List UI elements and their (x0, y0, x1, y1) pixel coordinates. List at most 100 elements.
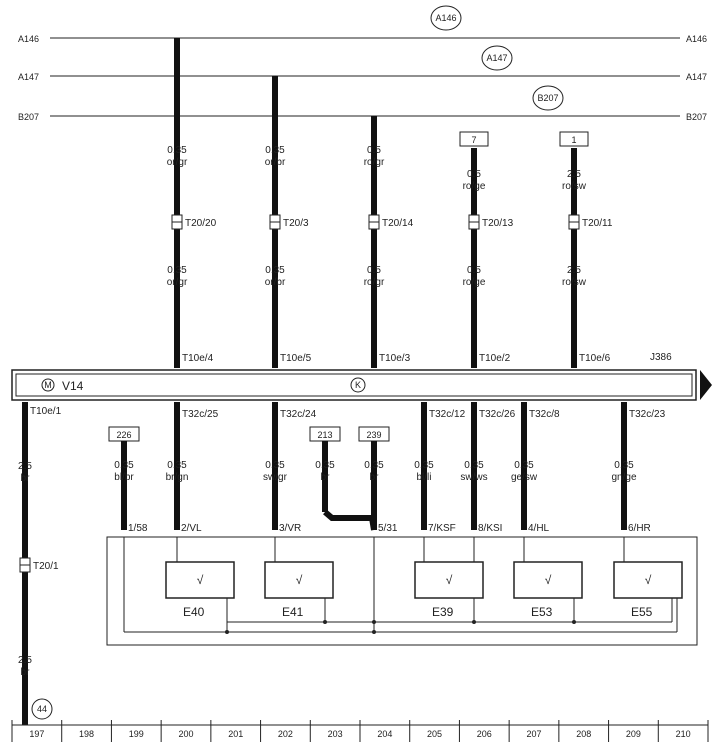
wire-color: or/br (265, 157, 286, 168)
wire-color: br (21, 667, 31, 678)
left-ground-wire: T10e/1 2.5 br T20/1 2.5 br 44 (18, 402, 62, 725)
terminal-label: 4/HL (528, 523, 550, 534)
ruler-label: 197 (29, 729, 44, 739)
terminal-label: 6/HR (628, 523, 651, 534)
wire-spec: 0.35 (614, 460, 634, 471)
wire-spec: 0.35 (167, 265, 187, 276)
ruler-label: 208 (576, 729, 591, 739)
pin-label: T10e/6 (579, 353, 611, 364)
connector-label: T20/3 (283, 218, 309, 229)
bottom-box-label: 213 (317, 430, 332, 440)
wire-color: br (370, 472, 380, 483)
ruler-label: 210 (676, 729, 691, 739)
top-box-label-7: 7 (471, 135, 476, 145)
terminal-label: 1/58 (128, 523, 148, 534)
wire-spec: 0.35 (464, 460, 484, 471)
terminal-label: 2/VL (181, 523, 202, 534)
wire-spec: 0.35 (414, 460, 434, 471)
ruler-label: 204 (377, 729, 392, 739)
ruler-label: 198 (79, 729, 94, 739)
bus-label-right-b207: B207 (686, 112, 707, 122)
component-label: E41 (282, 605, 304, 619)
wire-spec: 2.5 (18, 461, 32, 472)
wire-bottom-4-jumper (323, 509, 377, 531)
motor-icon (41, 378, 55, 392)
pin-label: T32c/23 (629, 409, 666, 420)
wire-color: ge/sw (511, 472, 538, 483)
switch-icon: √ (296, 573, 303, 587)
wire-spec: 0.5 (367, 145, 381, 156)
wire-spec: 0.35 (364, 460, 384, 471)
switch-e40 (165, 561, 235, 599)
ground-label: 44 (37, 704, 47, 714)
terminal-label: 3/VR (279, 523, 301, 534)
pin-label: T10e/3 (379, 353, 411, 364)
switch-e53 (513, 561, 583, 599)
wire-color: ro/sw (562, 277, 587, 288)
bottom-box-label: 239 (366, 430, 381, 440)
wire-spec: 0.35 (265, 145, 285, 156)
terminal-label: 5/31 (378, 523, 398, 534)
wire-color: bl/li (416, 472, 431, 483)
pin-label: T10e/5 (280, 353, 312, 364)
ruler-label: 203 (328, 729, 343, 739)
pin-label: T10e/1 (30, 406, 62, 417)
control-module: M V14 K J386 (11, 352, 712, 401)
bus-circle-label-b207: B207 (537, 93, 558, 103)
bus-label-left-b207: B207 (18, 112, 39, 122)
wire-spec: 0.35 (167, 145, 187, 156)
wire-color: or/gr (167, 277, 188, 288)
top-box-label-1: 1 (571, 135, 576, 145)
pin-label: T32c/24 (280, 409, 317, 420)
bus-circle-label-a146: A146 (435, 13, 456, 23)
top-box-1 (559, 131, 589, 147)
component-label: E39 (432, 605, 454, 619)
pin-label: T32c/25 (182, 409, 219, 420)
component-label: E53 (531, 605, 553, 619)
switch-icon: √ (545, 573, 552, 587)
switch-assembly: √ √ √ √ √ E40 E41 E39 E53 E55 (106, 536, 698, 646)
ruler-label: 201 (228, 729, 243, 739)
bus-circle-a146 (430, 5, 462, 31)
wire-color: ro/ge (463, 181, 486, 192)
ruler-label: 202 (278, 729, 293, 739)
switch-e41 (264, 561, 334, 599)
wire-color: ro/gr (364, 157, 385, 168)
wire-color: or/gr (167, 157, 188, 168)
pin-label: T10e/4 (182, 353, 214, 364)
switch-icon: √ (197, 573, 204, 587)
wire-color: sw/gr (263, 472, 288, 483)
wire-spec: 2.5 (18, 655, 32, 666)
wire-spec: 0.35 (114, 460, 134, 471)
switch-icon: √ (645, 573, 652, 587)
pin-label: T10e/2 (479, 353, 511, 364)
wire-color: ro/gr (364, 277, 385, 288)
switch-e55 (613, 561, 683, 599)
wire-color: gn/ge (611, 472, 636, 483)
bus-label-right-a147: A147 (686, 72, 707, 82)
wire-color: ro/ge (463, 277, 486, 288)
wire-color: or/br (265, 277, 286, 288)
k-icon-label: K (355, 380, 361, 390)
wire-spec: 0.35 (315, 460, 335, 471)
k-icon (350, 377, 366, 393)
bottom-box-label: 226 (116, 430, 131, 440)
bottom-wires: 226 213 239 T32c/25 T32c/24 T32c/12 T32c… (108, 402, 666, 534)
wire-spec: 2.5 (567, 265, 581, 276)
module-arrow (700, 370, 712, 400)
connector-label: T20/11 (582, 218, 613, 229)
bus-circle-b207 (532, 85, 564, 111)
terminal-label: 8/KSI (478, 523, 502, 534)
wire-color: ro/sw (562, 181, 587, 192)
switch-e39 (414, 561, 484, 599)
bus-label-left-a147: A147 (18, 72, 39, 82)
wire-spec: 2.5 (567, 169, 581, 180)
wire-color: br (21, 473, 31, 484)
ruler-label: 199 (129, 729, 144, 739)
wire-spec: 0.5 (467, 169, 481, 180)
bus-label-left-a146: A146 (18, 34, 39, 44)
wire-color: sw/ws (460, 472, 487, 483)
wire-color: bl/br (114, 472, 134, 483)
wire-color: br/gn (166, 472, 189, 483)
terminal-label: 7/KSF (428, 523, 456, 534)
